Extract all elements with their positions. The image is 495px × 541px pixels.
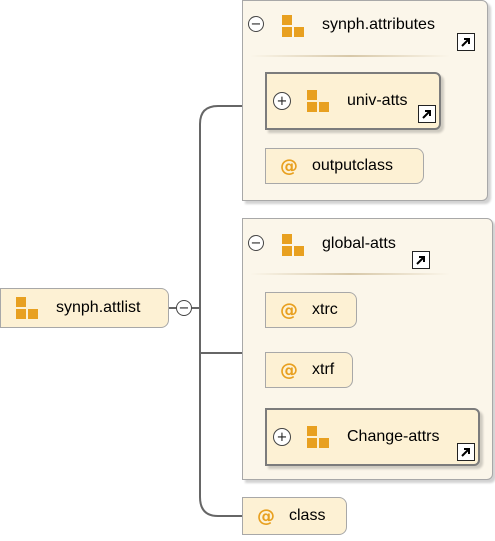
- collapse-toggle-synph-attributes[interactable]: −: [248, 16, 264, 32]
- collapse-toggle-root[interactable]: −: [176, 300, 192, 316]
- attribute-icon: @: [257, 505, 275, 527]
- external-link-icon[interactable]: [418, 105, 436, 123]
- node-univ-atts[interactable]: + univ-atts: [265, 72, 441, 130]
- attribute-icon: @: [280, 359, 298, 381]
- group-title-synph-attributes: synph.attributes: [322, 16, 435, 33]
- root-node-synph-attlist[interactable]: synph.attlist: [0, 288, 169, 328]
- group-separator: [250, 273, 450, 275]
- attribute-group-icon: [16, 297, 38, 319]
- attribute-icon: @: [280, 155, 298, 177]
- attribute-icon: @: [280, 299, 298, 321]
- attribute-group-icon: [307, 90, 329, 112]
- external-link-icon[interactable]: [457, 443, 475, 461]
- external-link-icon[interactable]: [412, 251, 430, 269]
- attribute-xtrf[interactable]: @ xtrf: [265, 352, 353, 388]
- attribute-outputclass[interactable]: @ outputclass: [265, 148, 424, 184]
- expand-toggle-univ-atts[interactable]: +: [273, 92, 291, 110]
- node-label-univ-atts: univ-atts: [347, 92, 408, 109]
- external-link-icon[interactable]: [457, 33, 475, 51]
- attribute-label-xtrf: xtrf: [312, 361, 335, 378]
- attribute-label-xtrc: xtrc: [312, 301, 338, 318]
- attribute-group-icon: [307, 426, 329, 448]
- attribute-group-icon: [282, 15, 304, 37]
- node-change-attrs[interactable]: + Change-attrs: [265, 408, 480, 466]
- expand-toggle-change-attrs[interactable]: +: [273, 428, 291, 446]
- node-label-change-attrs: Change-attrs: [347, 428, 440, 445]
- attribute-xtrc[interactable]: @ xtrc: [265, 292, 357, 328]
- attribute-group-icon: [282, 234, 304, 256]
- group-title-global-atts: global-atts: [322, 235, 396, 252]
- attribute-class[interactable]: @ class: [242, 497, 347, 535]
- attribute-label-outputclass: outputclass: [312, 157, 393, 174]
- root-label: synph.attlist: [56, 299, 141, 316]
- group-separator: [250, 55, 450, 57]
- attribute-label-class: class: [289, 507, 326, 524]
- collapse-toggle-global-atts[interactable]: −: [248, 235, 264, 251]
